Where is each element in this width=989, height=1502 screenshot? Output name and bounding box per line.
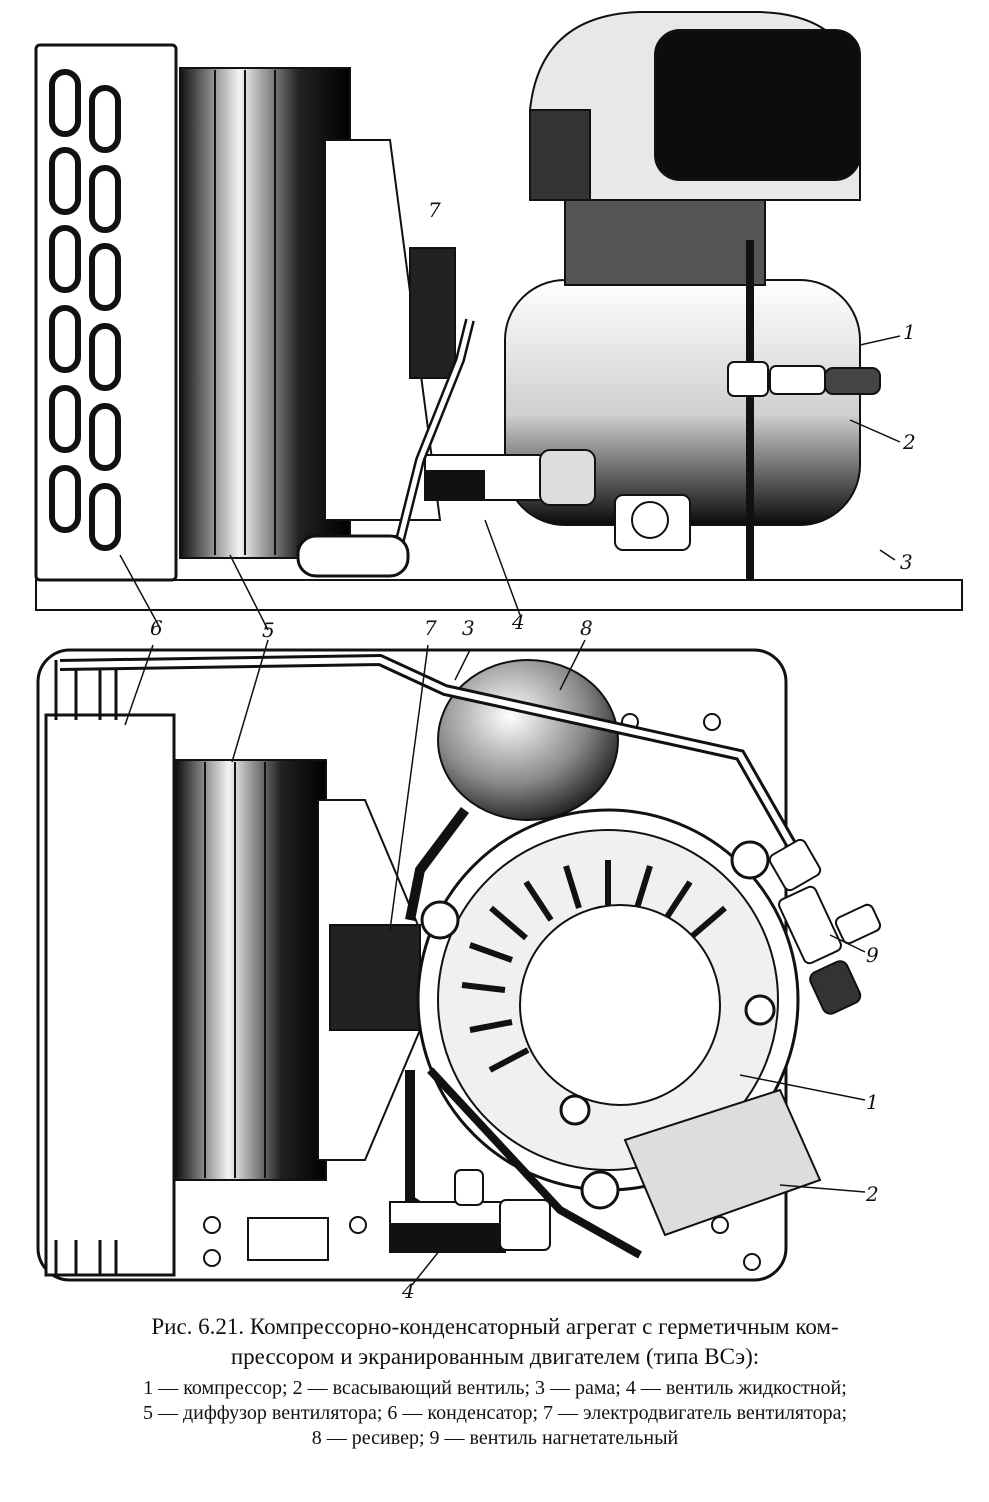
callout-8-plan: 8 — [580, 616, 593, 640]
caption-legend-line1: 1 — компрессор; 2 — всасывающий вентиль;… — [143, 1377, 847, 1399]
caption-legend-line3: 8 — ресивер; 9 — вентиль нагнетательный — [311, 1427, 679, 1449]
callout-6-top: 6 — [150, 616, 163, 640]
liquid-valve-plan — [389, 1169, 551, 1253]
terminal-box-plan — [623, 1088, 822, 1237]
compressor-column — [564, 199, 766, 286]
technical-drawing — [34, 11, 963, 1286]
callout-3-plan: 3 — [462, 616, 475, 640]
terminal-box-side — [654, 29, 861, 181]
caption-legend-line2: 5 — диффузор вентилятора; 6 — конденсато… — [142, 1402, 848, 1424]
figure-caption: Рис. 6.21. Компрессорно-конденсаторный а… — [20, 1312, 970, 1451]
discharge-valve-plan — [768, 838, 882, 1015]
condenser-plan — [44, 713, 176, 1277]
condenser-slots — [49, 69, 121, 551]
callout-1-top: 1 — [903, 320, 916, 344]
side-view — [34, 11, 963, 631]
callout-2-top: 2 — [903, 430, 916, 454]
callout-5-top: 5 — [262, 618, 275, 642]
callout-4-top: 4 — [512, 610, 525, 634]
plan-view — [36, 639, 882, 1286]
callout-3-top: 3 — [900, 550, 913, 574]
fan-diffuser-plan — [175, 759, 327, 1181]
callout-7-plan: 7 — [424, 616, 437, 640]
fan-motor-plan — [329, 924, 421, 1031]
callout-2-plan: 2 — [866, 1182, 879, 1206]
callout-9-plan: 9 — [866, 943, 879, 967]
receiver-plan — [437, 659, 619, 821]
suction-valve-side — [727, 361, 881, 397]
frame-base-side — [35, 579, 963, 611]
callout-7-top: 7 — [428, 198, 441, 222]
fan-bracket-side — [324, 139, 442, 521]
fan-motor-side — [409, 247, 456, 379]
caption-title-line2: прессором и экранированным двигателем (т… — [230, 1344, 760, 1369]
cooling-fins — [461, 860, 727, 1073]
callout-4-plan: 4 — [402, 1279, 415, 1303]
callout-1-plan: 1 — [866, 1090, 879, 1114]
caption-title-line1: Рис. 6.21. Компрессорно-конденсаторный а… — [151, 1314, 839, 1339]
fan-diffuser-side — [179, 67, 351, 559]
